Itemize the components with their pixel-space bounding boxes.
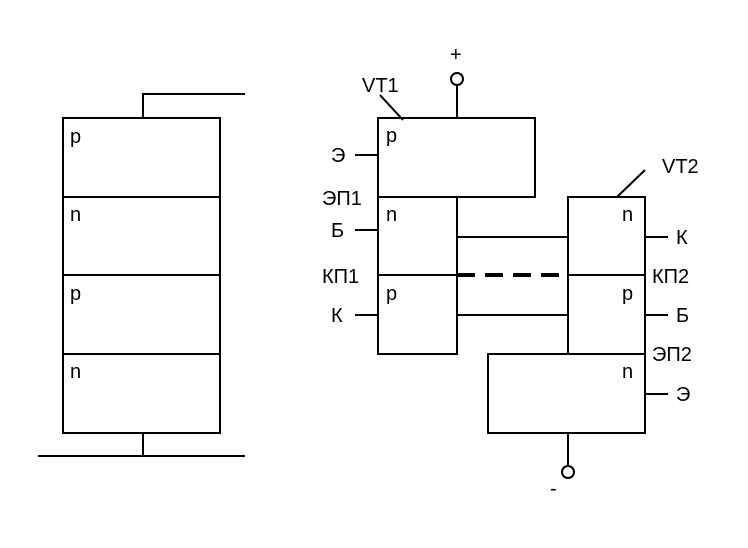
vt1-leader-line — [379, 94, 404, 121]
vt1-collector-junction-label: КП1 — [322, 266, 359, 288]
vt1-transistor: p n p VT1 Э ЭП1 Б КП1 К — [322, 75, 536, 355]
equivalent-circuit: + p n p VT1 Э ЭП1 Б КП1 К — [322, 44, 699, 500]
vt1-label: VT1 — [362, 75, 399, 97]
anode-lead — [142, 93, 245, 118]
plus-terminal-icon — [450, 72, 464, 86]
vt1-layer-top-label: p — [386, 125, 397, 147]
vt1-emitter-junction-label: ЭП1 — [322, 188, 362, 210]
vt2-layer-middle-label: p — [622, 283, 633, 305]
vt2-transistor: n p n VT2 К КП2 Б ЭП2 Э — [487, 156, 699, 434]
vt1-layer-middle-label: n — [386, 204, 397, 226]
vt2-label: VT2 — [662, 156, 699, 178]
vt2-layer-bottom-label: n — [622, 361, 633, 383]
four-layer-structure: p n p n — [38, 93, 245, 457]
vt2-n-emitter-region — [487, 353, 646, 434]
vt2-collector-label: К — [676, 227, 688, 249]
vt2-base-label: Б — [676, 305, 689, 327]
layer-4-label: n — [70, 361, 81, 383]
layer-3-label: p — [70, 283, 81, 305]
vt1-base-label: Б — [331, 220, 344, 242]
vt2-layer-top-label: n — [622, 204, 633, 226]
plus-terminal-label: + — [450, 44, 462, 66]
vt1-emitter-label: Э — [331, 145, 345, 167]
vt1-p-emitter-region — [377, 117, 536, 198]
vt2-emitter-junction-label: ЭП2 — [652, 344, 692, 366]
layer-2-label: n — [70, 204, 81, 226]
minus-terminal-icon — [561, 465, 575, 479]
layer-1-label: p — [70, 126, 81, 148]
vt1-collector-label: К — [331, 305, 343, 327]
vt2-emitter-label: Э — [676, 384, 690, 406]
minus-terminal-label: - — [550, 478, 557, 500]
vt2-collector-junction-label: КП2 — [652, 266, 689, 288]
vt1-layer-bottom-label: p — [386, 283, 397, 305]
vt2-leader-line — [616, 169, 646, 198]
